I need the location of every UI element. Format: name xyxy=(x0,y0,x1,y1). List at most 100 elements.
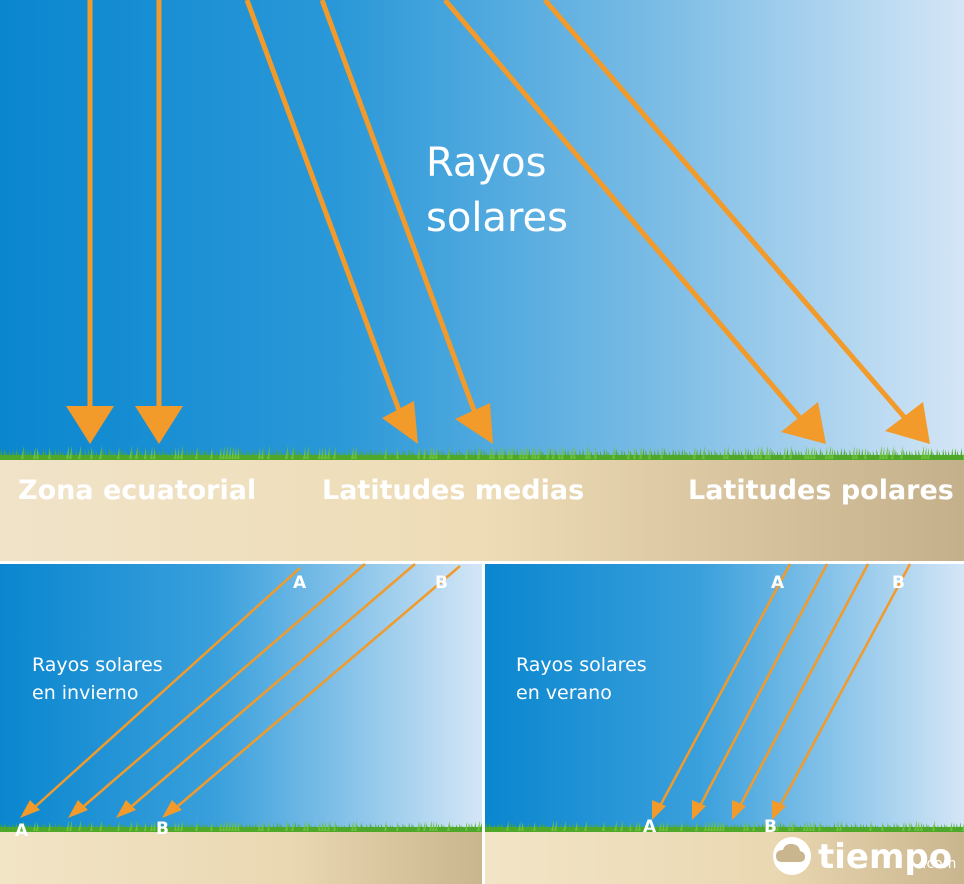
grass-blade xyxy=(623,822,626,831)
grass-blade xyxy=(99,445,103,459)
grass-blade xyxy=(216,449,219,459)
grass-blade xyxy=(480,822,483,831)
grass-blade xyxy=(171,448,174,459)
grass-blade xyxy=(113,824,117,831)
grass-blade xyxy=(610,824,614,831)
arrowhead xyxy=(732,800,746,820)
grass-blade xyxy=(279,448,282,459)
grass-blade xyxy=(402,822,405,831)
zone-label-polar: Latitudes polares xyxy=(688,475,954,506)
grass-blade xyxy=(773,822,776,831)
grass-blade xyxy=(174,821,177,831)
grass-blade xyxy=(617,451,621,459)
grass-blade xyxy=(78,820,82,831)
grass-blade xyxy=(183,823,186,831)
grass-blade xyxy=(155,450,159,459)
grass-blade xyxy=(528,448,531,459)
grass-blade xyxy=(803,821,806,831)
grass-blade xyxy=(354,820,357,831)
grass-blade xyxy=(883,824,887,831)
grass-blade xyxy=(404,450,408,459)
grass-blade xyxy=(588,447,591,459)
sun-ray-arrow xyxy=(738,563,870,807)
grass-blade xyxy=(648,446,651,459)
grass-blade xyxy=(417,821,420,831)
grass-blade xyxy=(951,448,954,459)
grass-blade xyxy=(728,451,732,459)
grass-blade xyxy=(507,445,511,459)
grass-blade xyxy=(294,822,297,831)
grass-blade xyxy=(506,820,509,831)
grass-blade xyxy=(299,824,303,831)
grass-blade xyxy=(461,824,465,831)
grass-blade xyxy=(942,448,945,459)
grass-blade xyxy=(696,448,699,459)
grass-blade xyxy=(614,820,617,831)
grass-blade xyxy=(459,449,462,459)
grass-blade xyxy=(759,445,762,459)
grass-blade xyxy=(177,447,180,459)
grass-blade xyxy=(813,446,816,459)
sun-ray-arrow xyxy=(543,0,907,420)
grass-blade xyxy=(54,822,57,831)
grass-blade xyxy=(281,824,285,831)
grass-blade xyxy=(928,824,932,831)
grass-blade xyxy=(461,451,465,459)
grass-blade xyxy=(686,451,690,459)
grass-blade xyxy=(267,445,271,459)
grass-blade xyxy=(246,823,249,831)
summer-grass xyxy=(485,820,964,832)
grass-blade xyxy=(449,824,453,831)
grass-blade xyxy=(636,449,639,459)
grass-blade xyxy=(438,449,441,459)
grass-blade xyxy=(177,821,180,831)
grass-blade xyxy=(338,824,342,831)
grass-blade xyxy=(123,449,126,459)
grass-band xyxy=(485,827,964,832)
grass-blade xyxy=(747,448,750,459)
grass-blade xyxy=(93,823,96,831)
grass-blade xyxy=(171,822,174,831)
grass-blade xyxy=(923,823,926,831)
grass-blade xyxy=(204,449,207,459)
grass-blade xyxy=(854,822,857,831)
grass-blade xyxy=(600,450,603,459)
grass-blade xyxy=(656,822,659,831)
grass-blade xyxy=(546,445,550,459)
grass-blade xyxy=(474,822,477,831)
grass-blade xyxy=(652,824,656,831)
grass-blade xyxy=(69,820,73,831)
grass-blade xyxy=(351,820,354,831)
grass-blade xyxy=(443,824,447,831)
panel-divider-vertical xyxy=(482,564,485,884)
grass-blade xyxy=(485,822,488,831)
grass-blade xyxy=(318,446,321,459)
grass-blade xyxy=(38,451,42,459)
grass-blade xyxy=(159,450,162,459)
grass-blade xyxy=(162,448,165,459)
grass-blade xyxy=(324,821,327,831)
arrowhead xyxy=(692,800,706,820)
grass-blade xyxy=(525,445,528,459)
grass-blade xyxy=(731,823,734,831)
grass-blade xyxy=(321,446,324,459)
grass-blade xyxy=(111,449,114,459)
grass-blade xyxy=(756,445,759,459)
grass-blade xyxy=(523,824,527,831)
grass-blade xyxy=(617,823,620,831)
grass-blade xyxy=(129,820,132,831)
grass-blade xyxy=(447,445,450,459)
sun-ray-arrow xyxy=(131,563,416,807)
grass-blade xyxy=(869,821,872,831)
grass-blade xyxy=(957,450,960,459)
grass-blade xyxy=(285,820,289,831)
winter-sky xyxy=(0,564,482,830)
grass-blade xyxy=(396,821,399,831)
grass-blade xyxy=(960,447,963,459)
grass-blade xyxy=(829,824,833,831)
grass-blade xyxy=(594,447,597,459)
grass-blade xyxy=(366,449,369,459)
grass-blade xyxy=(534,447,537,459)
grass-blade xyxy=(789,445,793,459)
grass-blade xyxy=(144,821,147,831)
